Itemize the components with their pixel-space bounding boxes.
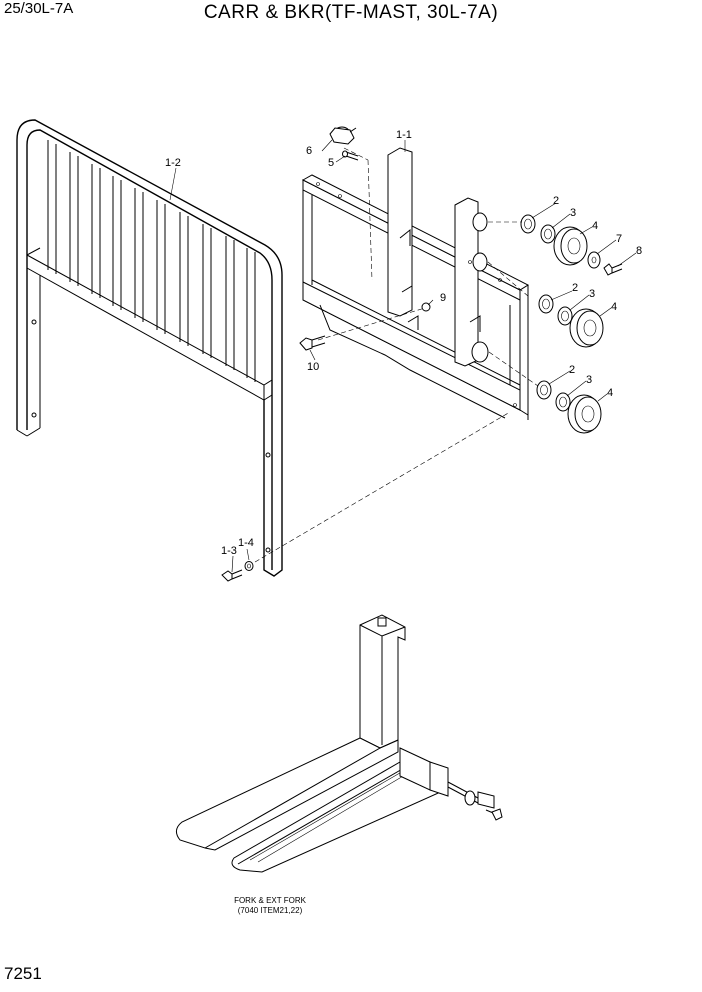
roller-group-middle: [538, 294, 604, 348]
bolt-10: [299, 335, 326, 351]
callout-labels: 1-2 1-1 6 5 2 3 4 7 8 9 2 3 4 10 2 3 4 1…: [165, 129, 642, 557]
callout-8: 8: [636, 245, 642, 257]
callout-6: 6: [306, 145, 312, 157]
callout-5: 5: [328, 157, 334, 169]
page-title: CARR & BKR(TF-MAST, 30L-7A): [203, 2, 499, 23]
bolt-5: [342, 150, 359, 161]
bolt-1-3: [221, 569, 243, 582]
callout-3-upper: 3: [570, 207, 576, 219]
callout-1-2: 1-2: [165, 157, 181, 169]
stopper-6: [329, 126, 357, 145]
load-backrest: [16, 119, 283, 577]
leader-lines: [169, 139, 637, 573]
fork-caption-line1: FORK & EXT FORK: [234, 896, 306, 905]
assembly-dashed-lines: [254, 147, 539, 563]
callout-3-middle: 3: [589, 288, 595, 300]
fork-caption: FORK & EXT FORK (7040 ITEM21,22): [200, 896, 340, 916]
callout-2-lower: 2: [569, 364, 575, 376]
carriage: [301, 147, 530, 420]
fork-caption-line2: (7040 ITEM21,22): [237, 906, 303, 915]
callout-4-middle: 4: [611, 301, 617, 313]
callout-1-1: 1-1: [396, 129, 412, 141]
callout-4-lower: 4: [607, 387, 613, 399]
page-number: 7251: [4, 964, 42, 983]
callout-1-3: 1-3: [221, 545, 237, 557]
callout-10: 10: [307, 361, 319, 373]
callout-3-lower: 3: [586, 374, 592, 386]
callout-2-middle: 2: [572, 282, 578, 294]
callout-1-4: 1-4: [238, 537, 254, 549]
roller-group-lower: [536, 380, 602, 434]
fork-and-extension-fork: [176, 614, 503, 873]
callout-9: 9: [440, 292, 446, 304]
callout-2-upper: 2: [553, 195, 559, 207]
washer-1-4: [244, 561, 254, 571]
callout-4-upper: 4: [592, 220, 598, 232]
callout-7: 7: [616, 233, 622, 245]
model-code: 25/30L-7A: [4, 0, 74, 17]
roller-group-upper: [520, 214, 623, 276]
